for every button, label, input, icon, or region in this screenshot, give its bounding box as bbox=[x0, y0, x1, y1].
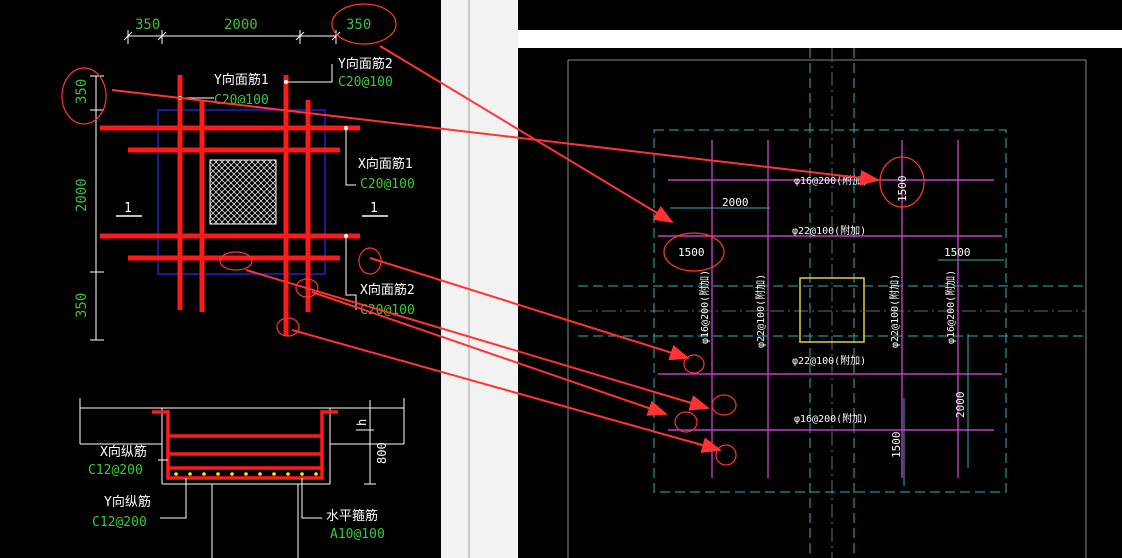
bar-label-top-inner: φ22@100(附加) bbox=[792, 224, 866, 237]
dim-left-2000: 2000 bbox=[74, 178, 90, 212]
label-y-top-bar-2: Y向面筋2 bbox=[338, 56, 393, 72]
dim-h-label: h bbox=[355, 419, 369, 426]
column-hatch bbox=[209, 159, 277, 225]
spec-y-long-bar: C12@200 bbox=[92, 515, 147, 530]
dim-left-350-b: 350 bbox=[74, 293, 90, 318]
spec-y-top-bar-1: C20@100 bbox=[214, 93, 269, 108]
right-border bbox=[567, 59, 1087, 558]
right-separator bbox=[518, 30, 1122, 48]
bar-label-left-outer: φ16@200(附加) bbox=[698, 270, 711, 344]
dim-2000-right: 2000 bbox=[954, 392, 967, 419]
right-top-bar bbox=[518, 0, 1122, 30]
dim-800-label: 800 bbox=[375, 442, 389, 464]
right-drawing-canvas: 2000 1500 1500 1500 2000 1500 φ16@200(附加… bbox=[567, 48, 1087, 558]
spec-x-long-bar: C12@200 bbox=[88, 463, 143, 478]
section-leaders bbox=[158, 459, 322, 519]
bar-label-bottom-outer: φ16@200(附加) bbox=[794, 412, 868, 425]
left-dimension-line bbox=[90, 75, 104, 341]
dim-1500-left: 1500 bbox=[678, 246, 705, 259]
spec-h-stirrup: A10@100 bbox=[330, 527, 385, 542]
bar-label-bottom-inner: φ22@100(附加) bbox=[792, 354, 866, 367]
dim-2000-top: 2000 bbox=[722, 196, 749, 209]
spec-y-top-bar-2: C20@100 bbox=[338, 75, 393, 90]
label-x-top-bar-2: X向面筋2 bbox=[360, 282, 415, 298]
dim-1500-right: 1500 bbox=[944, 246, 971, 259]
dim-1500-top-right: 1500 bbox=[896, 176, 909, 203]
cyan-grid bbox=[578, 48, 1084, 558]
dim-top-350-a: 350 bbox=[135, 17, 160, 33]
right-drawing-panel: 2000 1500 1500 1500 2000 1500 φ16@200(附加… bbox=[518, 48, 1122, 558]
spec-x-top-bar-2: C20@100 bbox=[360, 303, 415, 318]
label-x-top-bar-1: X向面筋1 bbox=[358, 156, 413, 172]
dim-1500-bottom: 1500 bbox=[890, 432, 903, 459]
left-drawing-panel: 350 2000 350 350 2000 350 1 1 bbox=[0, 0, 441, 558]
gap-strip bbox=[441, 0, 518, 558]
dim-top-2000: 2000 bbox=[224, 17, 258, 33]
section-mark-right: 1 bbox=[370, 201, 378, 216]
dim-left-350-a: 350 bbox=[74, 79, 90, 104]
spec-x-top-bar-1: C20@100 bbox=[360, 177, 415, 192]
bar-label-right-outer: φ16@200(附加) bbox=[944, 270, 957, 344]
label-h-stirrup: 水平箍筋 bbox=[326, 508, 378, 524]
column-outline bbox=[799, 277, 865, 343]
left-drawing-canvas: 350 2000 350 350 2000 350 1 1 bbox=[74, 17, 415, 558]
label-x-long-bar: X向纵筋 bbox=[100, 444, 147, 460]
label-y-top-bar-1: Y向面筋1 bbox=[214, 72, 269, 88]
label-y-long-bar: Y向纵筋 bbox=[104, 494, 151, 510]
dim-lines bbox=[670, 207, 1004, 486]
dim-top-350-b: 350 bbox=[346, 17, 371, 33]
section-bar-dots bbox=[174, 472, 318, 476]
section-mark-left: 1 bbox=[124, 201, 132, 216]
bar-label-right-inner: φ22@100(附加) bbox=[888, 274, 901, 348]
section-rebar bbox=[152, 410, 338, 480]
bar-label-left-inner: φ22@100(附加) bbox=[754, 274, 767, 348]
bar-label-top-outer: φ16@200(附加) bbox=[794, 174, 868, 187]
